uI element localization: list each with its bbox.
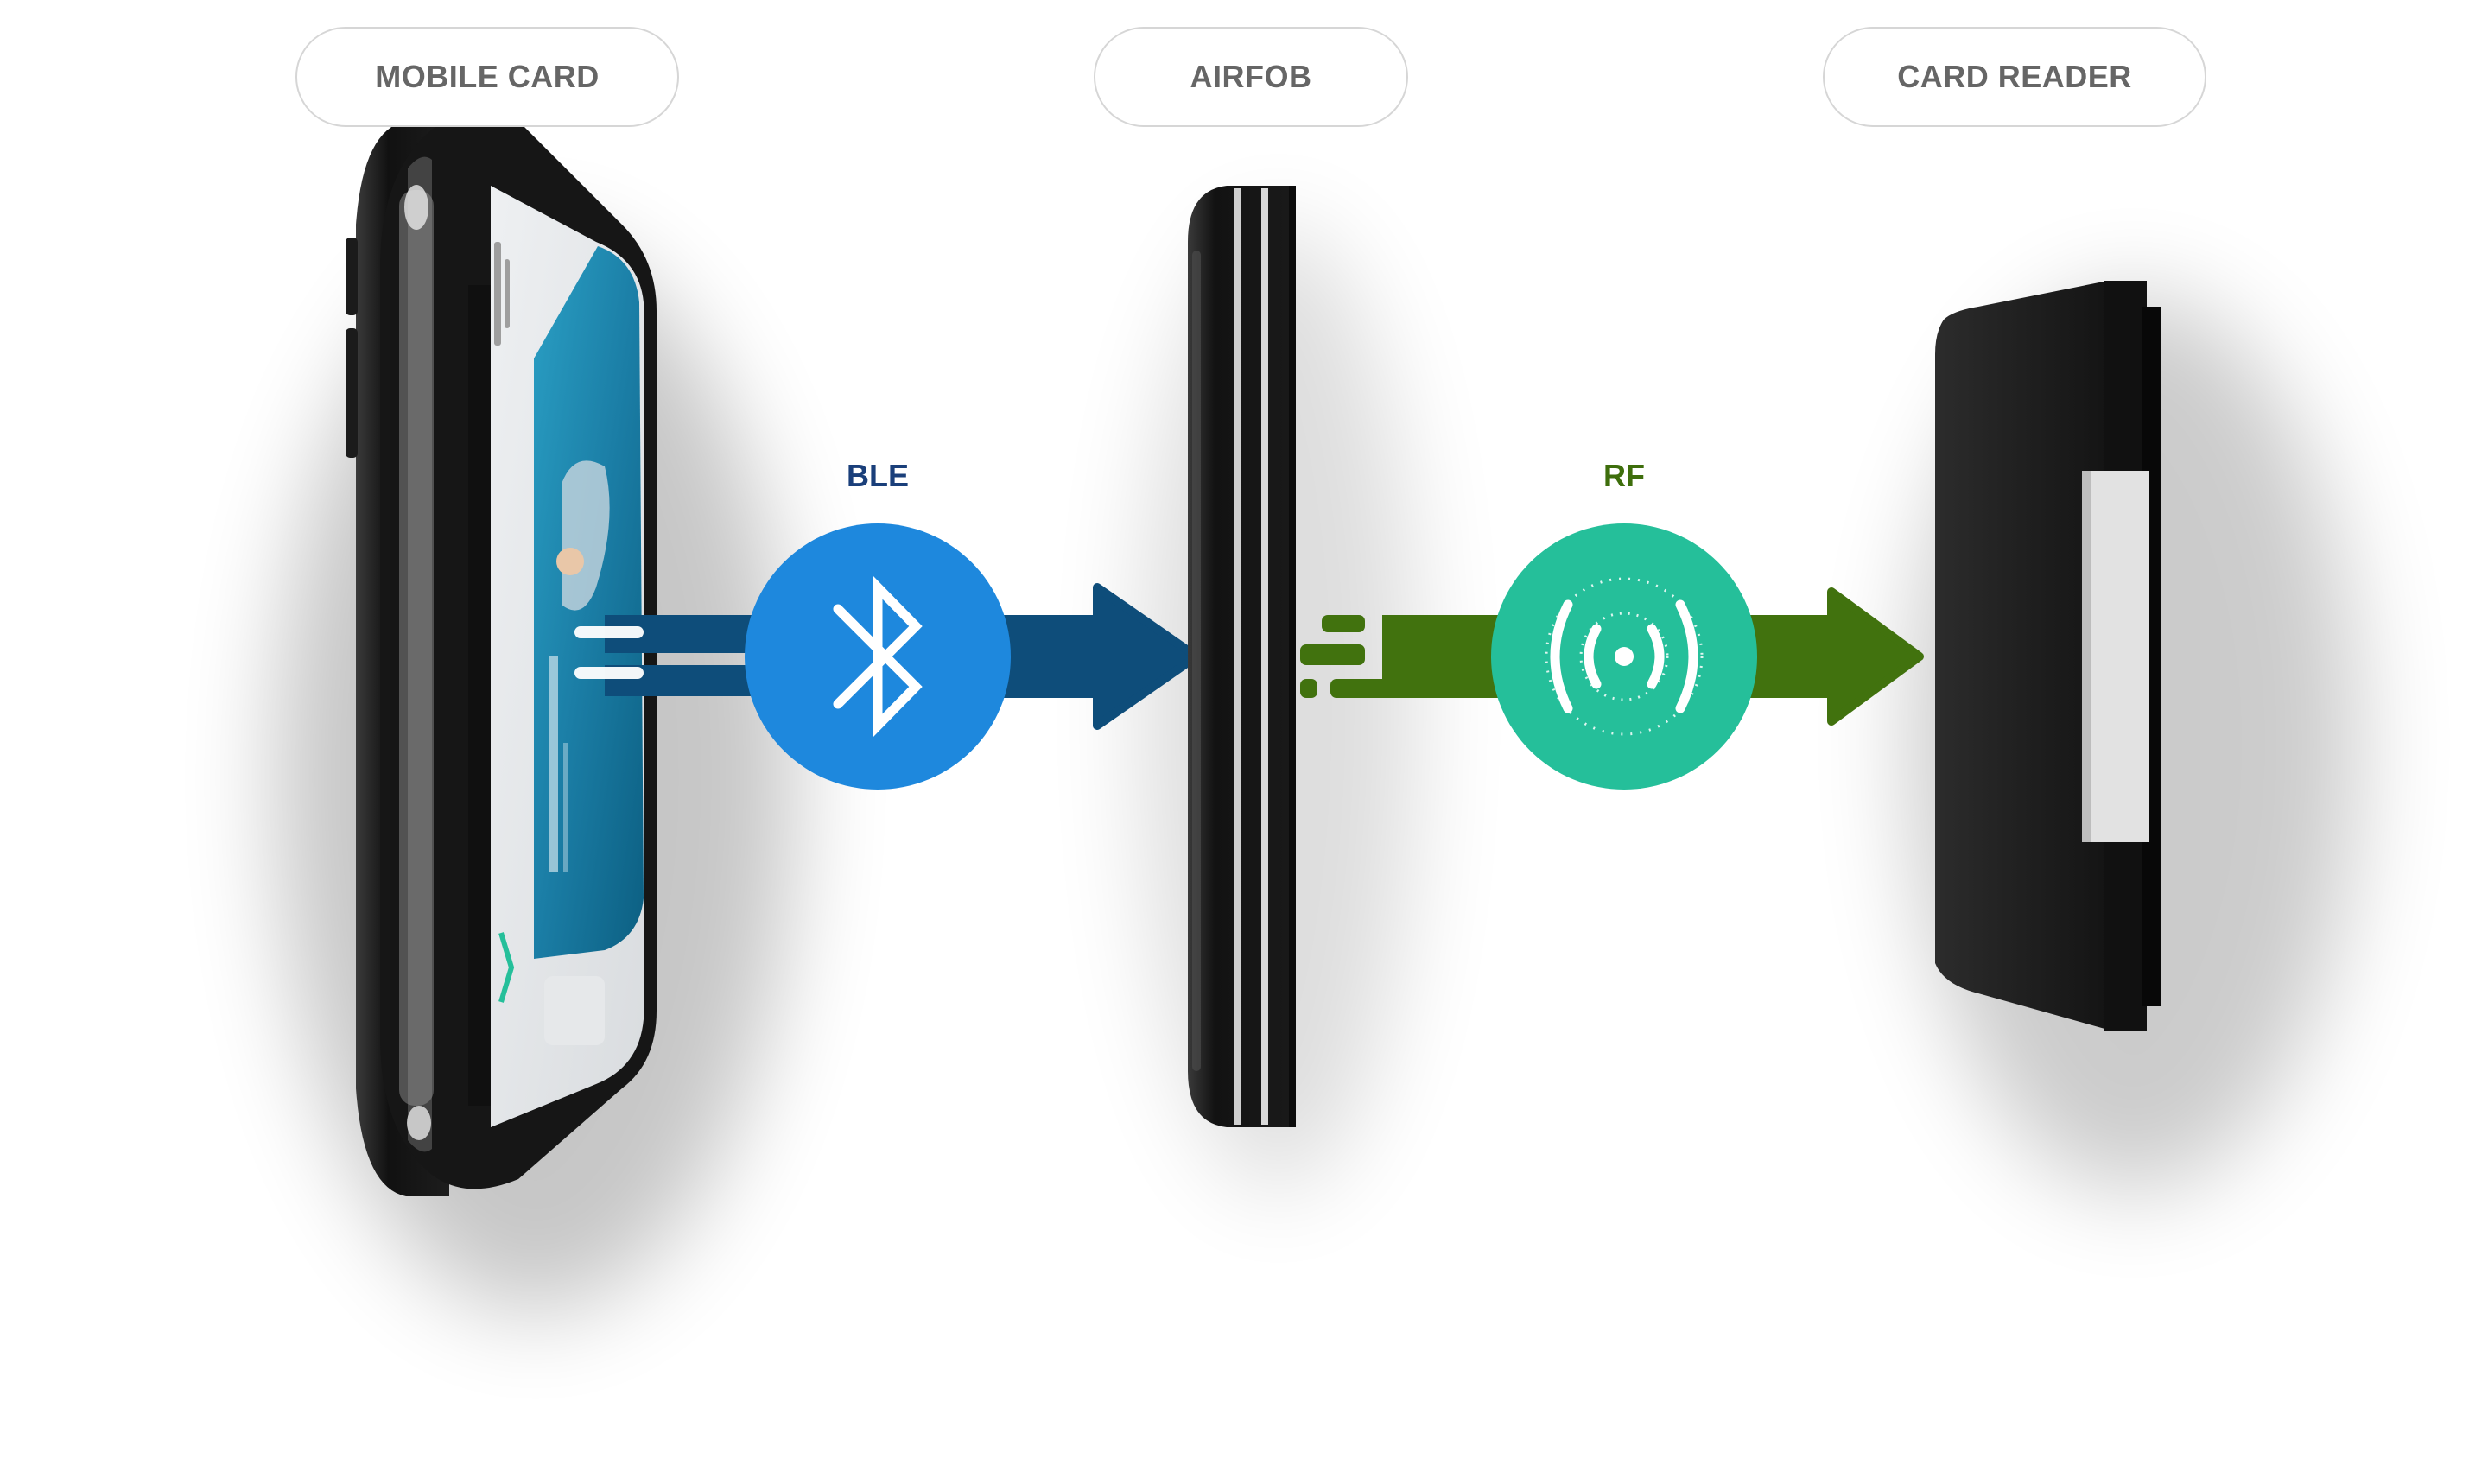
mobile-phone-illustration — [346, 114, 657, 1196]
mobile-card-label: MOBILE CARD — [375, 59, 600, 94]
ble-badge — [745, 523, 1011, 790]
ble-protocol-label: BLE — [847, 458, 909, 493]
mobile-card-label-pill: MOBILE CARD — [295, 27, 679, 127]
card-reader-label-pill: CARD READER — [1823, 27, 2206, 127]
rfid-signal-icon — [1545, 577, 1704, 736]
rf-protocol-label: RF — [1603, 458, 1645, 493]
airfob-label-pill: AIRFOB — [1094, 27, 1408, 127]
card-reader-label: CARD READER — [1897, 59, 2132, 94]
airfob-illustration — [1188, 186, 1296, 1127]
airfob-label: AIRFOB — [1190, 59, 1312, 94]
card-reader-illustration — [1935, 281, 2161, 1031]
bluetooth-icon — [833, 575, 923, 738]
rf-badge — [1491, 523, 1757, 790]
